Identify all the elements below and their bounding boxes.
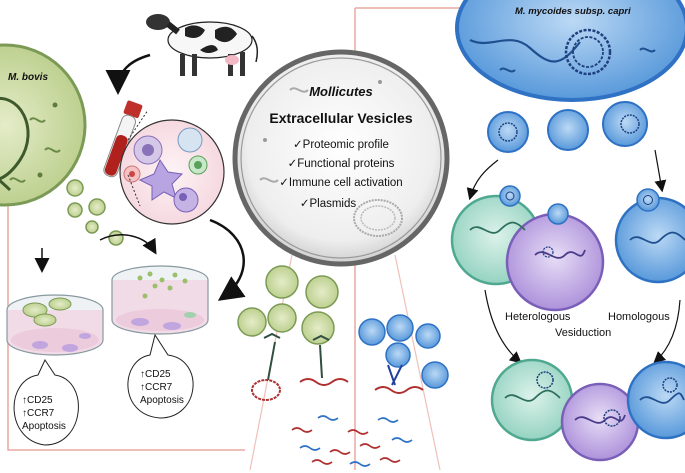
- homologous-fusion: [614, 188, 685, 284]
- center-title: Extracellular Vesicles: [269, 110, 412, 126]
- arrow-to-heterologous: [466, 159, 499, 201]
- bovis-vesicles: [66, 179, 124, 246]
- dna-fragments: [291, 415, 413, 467]
- center-item-3: ✓Immune cell activation: [279, 177, 402, 189]
- center-ev-circle: Mollicutes Extracellular Vesicles ✓Prote…: [232, 49, 450, 267]
- arrow-cow-to-bovis: [105, 53, 151, 95]
- center-item-2: ✓Functional proteins: [288, 158, 395, 170]
- bovis-ev-plasmid-group: [237, 265, 349, 401]
- arrow-to-dish-2: [99, 234, 157, 255]
- homologous-label: Homologous: [608, 311, 670, 323]
- heterologous-fusion: [450, 185, 605, 312]
- petri-dish-1: [6, 294, 104, 356]
- m-capri-cell: M. mycoides subsp. capri: [455, 0, 685, 102]
- callout-2-line-3: Apoptosis: [140, 395, 184, 406]
- m-bovis-cell: M. bovis: [0, 43, 87, 207]
- callout-2: ↑CD25 ↑CCR7 Apoptosis: [127, 333, 194, 419]
- center-item-1: ✓Proteomic profile: [293, 139, 389, 151]
- capri-vesicles-row: [487, 101, 648, 153]
- zoom-connector: [127, 109, 149, 207]
- callout-1: ↑CD25 ↑CCR7 Apoptosis: [13, 358, 79, 446]
- arrow-heterologous-result: [484, 289, 522, 364]
- arrow-homologous-result: [653, 299, 681, 364]
- callout-1-line-2: ↑CCR7: [22, 408, 55, 419]
- immune-cells-circle: [119, 119, 225, 225]
- result-cells: [490, 358, 685, 462]
- capri-ev-plasmid-group: [358, 314, 449, 394]
- vesiduction-label: Vesiduction: [555, 327, 611, 339]
- callout-2-line-1: ↑CD25: [140, 369, 171, 380]
- callout-1-line-3: Apoptosis: [22, 421, 66, 432]
- callout-2-line-2: ↑CCR7: [140, 382, 173, 393]
- arrow-cells-to-dish-2: [209, 218, 246, 301]
- petri-dish-2: [111, 265, 209, 335]
- m-capri-label: M. mycoides subsp. capri: [515, 6, 631, 17]
- arrow-to-homologous: [654, 149, 667, 193]
- center-title-italic: Mollicutes: [309, 84, 373, 99]
- callout-1-line-1: ↑CD25: [22, 395, 53, 406]
- heterologous-label: Heterologous: [505, 311, 571, 323]
- cow-illustration: [146, 14, 259, 76]
- m-bovis-label: M. bovis: [8, 72, 48, 83]
- center-item-4: ✓Plasmids: [300, 198, 357, 210]
